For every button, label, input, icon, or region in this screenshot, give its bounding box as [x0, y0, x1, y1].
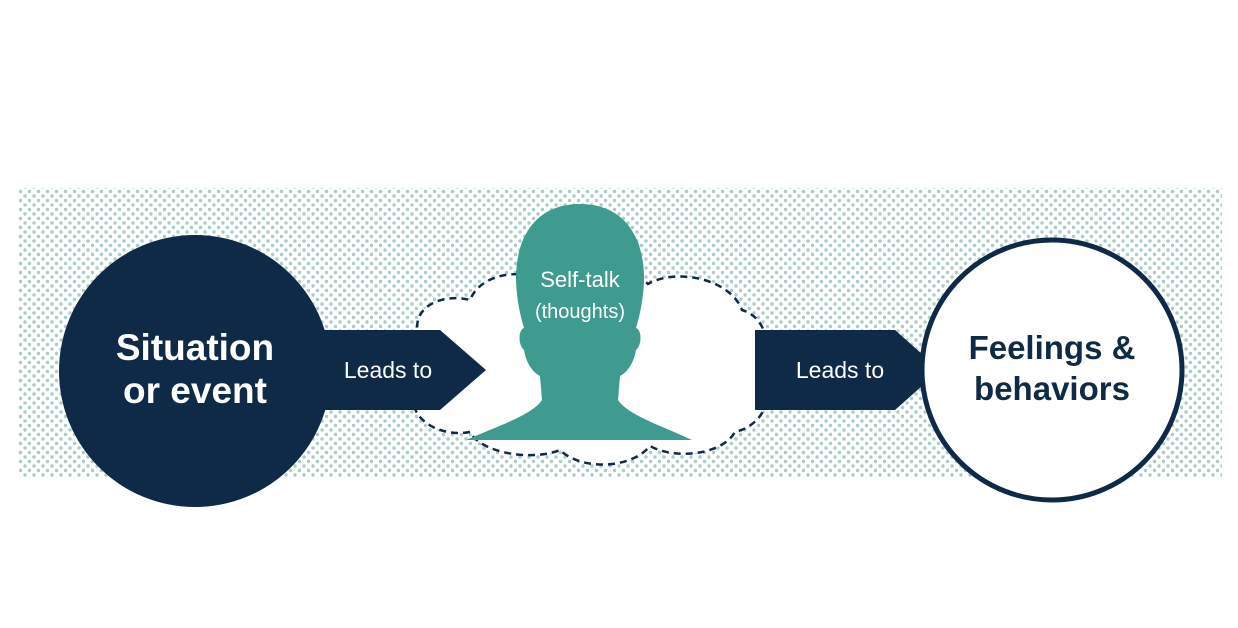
- situation-circle: [59, 235, 331, 507]
- leads-to-arrow-right: [755, 330, 940, 410]
- situation-label-line2: or event: [123, 370, 267, 411]
- leads-to-label-left: Leads to: [344, 357, 432, 383]
- feelings-label-line1: Feelings &: [969, 329, 1136, 366]
- head-silhouette-icon: [466, 204, 692, 440]
- leads-to-arrow-left: [300, 330, 486, 410]
- self-talk-label-line1: Self-talk: [540, 267, 620, 292]
- feelings-circle: [919, 237, 1185, 503]
- self-talk-label-line2: (thoughts): [535, 301, 625, 323]
- situation-label-line1: Situation: [116, 327, 274, 368]
- leads-to-label-right: Leads to: [796, 357, 884, 383]
- feelings-label-line2: behaviors: [974, 370, 1130, 407]
